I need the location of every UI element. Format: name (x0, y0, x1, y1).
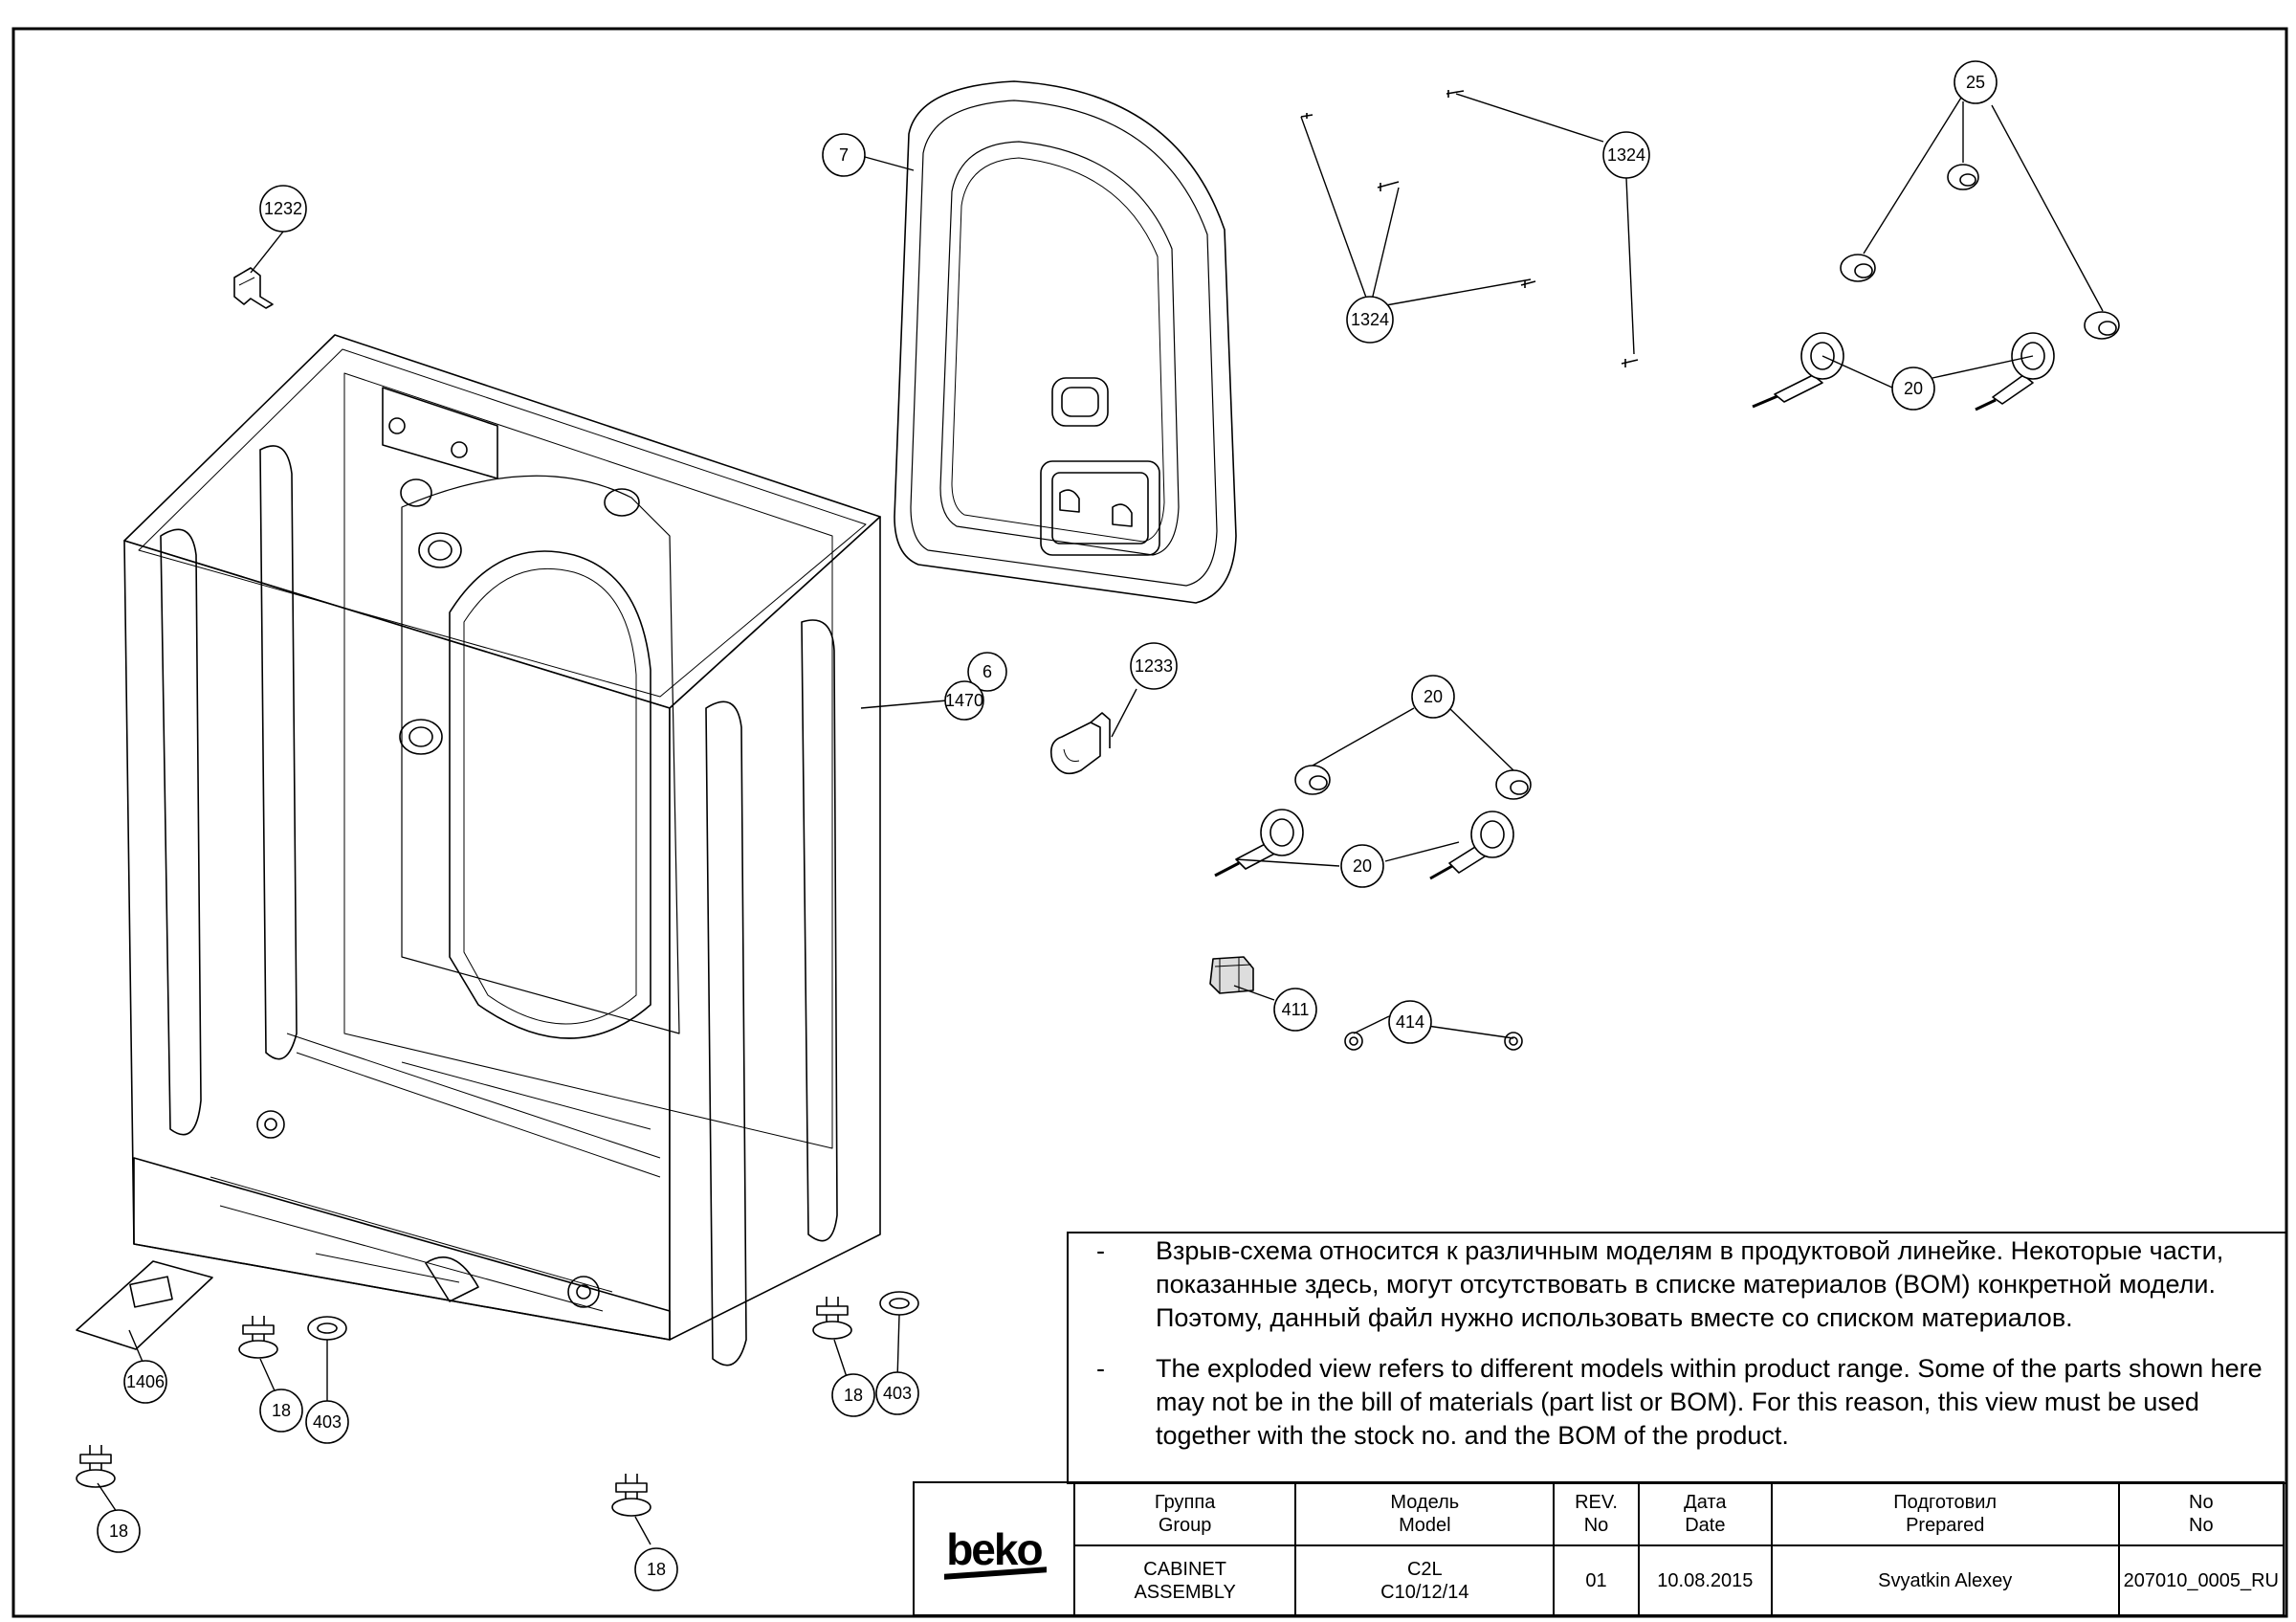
grommets-25 (1840, 164, 2120, 340)
note-ru: - Взрыв-схема относится к различным моде… (1070, 1234, 2285, 1335)
callout-18-b: 18 (831, 1373, 875, 1417)
value-model: C2L C10/12/14 (1294, 1544, 1556, 1616)
svg-text:1233: 1233 (1135, 656, 1173, 676)
header-model-ru: Модель (1390, 1492, 1460, 1513)
header-date: Дата Date (1637, 1481, 1773, 1546)
value-no: 207010_0005_RU (2117, 1544, 2285, 1616)
grommets-403 (307, 1291, 919, 1341)
svg-text:1232: 1232 (264, 199, 302, 218)
value-group-line1: CABINET (1143, 1558, 1226, 1580)
callout-7: 7 (822, 133, 866, 177)
svg-text:7: 7 (839, 145, 849, 165)
callout-6: 6 (967, 652, 1007, 692)
header-group-ru: Группа (1154, 1492, 1216, 1513)
beko-logo: beko (946, 1523, 1043, 1574)
svg-text:18: 18 (844, 1386, 863, 1405)
title-block: beko Группа Group Модель Model REV. No Д… (913, 1481, 2285, 1616)
callout-20-middle: 20 (1411, 675, 1455, 719)
caps-414 (1344, 1032, 1523, 1051)
note-en: - The exploded view refers to different … (1070, 1352, 2285, 1453)
callout-20-upper: 20 (1891, 367, 1935, 411)
part-1233-clip (1049, 712, 1111, 775)
header-prepared-en: Prepared (1906, 1515, 1985, 1536)
svg-text:20: 20 (1424, 687, 1443, 706)
callout-1324-right: 1324 (1602, 131, 1650, 179)
svg-text:20: 20 (1353, 856, 1372, 876)
screws-1324 (1300, 90, 1639, 367)
svg-text:1406: 1406 (126, 1372, 165, 1391)
logo-cell: beko (913, 1481, 1075, 1616)
header-rev-en: No (1583, 1515, 1609, 1536)
header-rev: REV. No (1553, 1481, 1640, 1546)
callout-411: 411 (1273, 988, 1317, 1032)
part-1406-pad (76, 1260, 213, 1350)
svg-text:1324: 1324 (1607, 145, 1645, 165)
header-no: No No (2117, 1481, 2285, 1546)
svg-text:403: 403 (313, 1412, 342, 1432)
svg-text:20: 20 (1904, 379, 1923, 398)
svg-text:25: 25 (1966, 73, 1985, 92)
feet-18 (76, 1297, 852, 1517)
callout-18-d: 18 (634, 1547, 678, 1591)
header-rev-ru: REV. (1575, 1492, 1618, 1513)
callout-1406: 1406 (123, 1360, 167, 1404)
svg-text:6: 6 (982, 662, 992, 681)
header-group: Группа Group (1072, 1481, 1297, 1546)
callout-1232: 1232 (259, 185, 307, 233)
header-no-ru: No (2189, 1492, 2214, 1513)
note-dash: - (1096, 1236, 1105, 1265)
callout-1233: 1233 (1130, 642, 1178, 690)
callout-1470: 1470 (944, 680, 984, 721)
svg-text:1470: 1470 (945, 691, 983, 710)
header-no-en: No (2189, 1515, 2214, 1536)
svg-text:403: 403 (883, 1384, 912, 1403)
value-prepared: Svyatkin Alexey (1770, 1544, 2120, 1616)
value-rev: 01 (1553, 1544, 1640, 1616)
svg-text:411: 411 (1282, 1000, 1310, 1019)
callout-1324-left: 1324 (1346, 296, 1394, 344)
callout-414: 414 (1388, 1000, 1432, 1044)
value-date: 10.08.2015 (1637, 1544, 1773, 1616)
callout-18-c: 18 (97, 1509, 141, 1553)
note-dash: - (1096, 1354, 1105, 1383)
grommets-20-middle (1294, 765, 1532, 800)
value-model-line2: C10/12/14 (1380, 1581, 1469, 1603)
header-group-en: Group (1158, 1515, 1212, 1536)
cabinet-part (123, 334, 881, 1366)
part-1232-bracket (233, 267, 274, 309)
part-411-connector (1209, 956, 1254, 994)
header-model-en: Model (1399, 1515, 1451, 1536)
header-prepared: Подготовил Prepared (1770, 1481, 2120, 1546)
svg-text:18: 18 (109, 1522, 128, 1541)
svg-text:414: 414 (1396, 1012, 1424, 1032)
svg-text:1324: 1324 (1351, 310, 1389, 329)
note-text-ru: Взрыв-схема относится к различным моделя… (1156, 1236, 2224, 1332)
door-frame-part (894, 80, 1237, 604)
drawing-frame (11, 27, 2288, 1618)
header-date-en: Date (1685, 1515, 1726, 1536)
note-text-en: The exploded view refers to different mo… (1156, 1354, 2263, 1450)
callout-18-a: 18 (259, 1389, 303, 1433)
value-model-line1: C2L (1406, 1558, 1443, 1580)
header-date-ru: Дата (1684, 1492, 1727, 1513)
callout-403-a: 403 (305, 1400, 349, 1444)
notes-box: - Взрыв-схема относится к различным моде… (1070, 1234, 2285, 1478)
value-group-line2: ASSEMBLY (1134, 1581, 1236, 1603)
header-model: Модель Model (1294, 1481, 1556, 1546)
callout-403-b: 403 (875, 1371, 919, 1415)
header-prepared-ru: Подготовил (1893, 1492, 1998, 1513)
callout-20-lower: 20 (1340, 844, 1384, 888)
callout-25: 25 (1954, 60, 1998, 104)
svg-text:18: 18 (272, 1401, 291, 1420)
leader-lines (97, 93, 2104, 1545)
shock-absorbers-20-lower (1214, 809, 1514, 880)
svg-text:18: 18 (647, 1560, 666, 1579)
value-group: CABINET ASSEMBLY (1072, 1544, 1297, 1616)
